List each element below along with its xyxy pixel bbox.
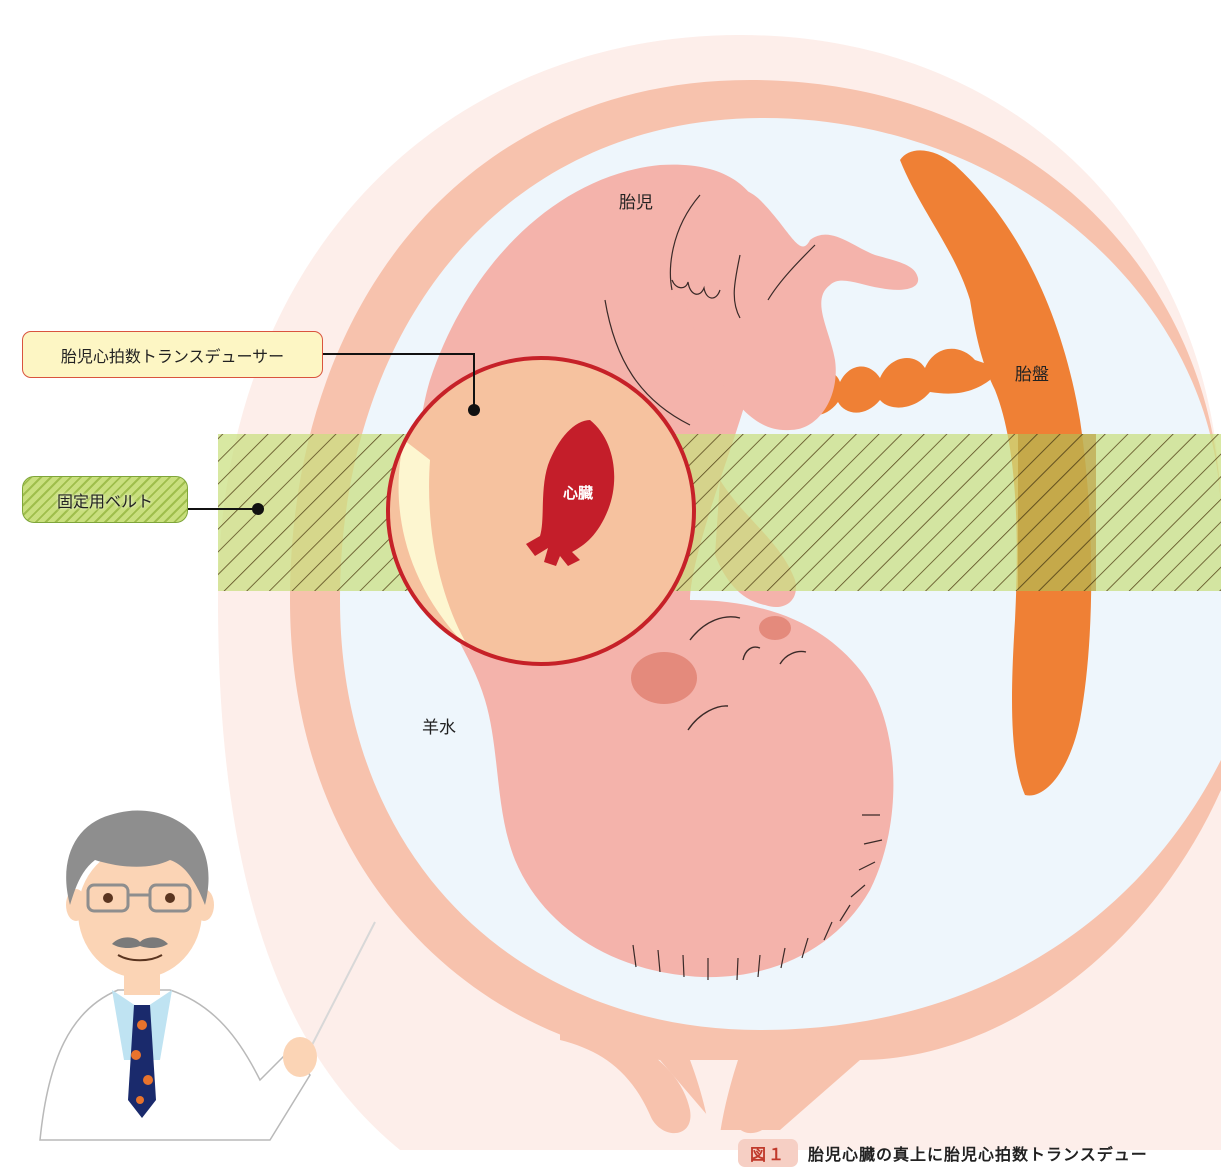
belt-callout-text: 固定用ベルト (57, 488, 153, 512)
heart-label: 心臓 (563, 482, 593, 503)
transducer-callout-text: 胎児心拍数トランスデューサー (61, 343, 284, 367)
tie-dot (143, 1075, 153, 1085)
doctor-eye-right (165, 893, 175, 903)
tie-dot (131, 1050, 141, 1060)
doctor-hand (283, 1037, 317, 1077)
figure-caption: 図１ 胎児心臓の真上に胎児心拍数トランスデュー (738, 1139, 1148, 1167)
transducer-callout: 胎児心拍数トランスデューサー (22, 331, 323, 378)
transducer-leader-dot (468, 404, 480, 416)
figure-number: 図１ (738, 1139, 798, 1167)
placenta-label: 胎盤 (1015, 360, 1049, 385)
fetus-label: 胎児 (619, 188, 653, 213)
belt-leader-dot (252, 503, 264, 515)
belt-callout: 固定用ベルト (22, 476, 188, 523)
doctor-coat (40, 990, 310, 1140)
amniotic-fluid-label: 羊水 (422, 713, 456, 738)
belt-placenta-overlap (1018, 434, 1096, 591)
doctor-eye-left (103, 893, 113, 903)
fetus-ear (759, 616, 791, 640)
figure-caption-text: 胎児心臓の真上に胎児心拍数トランスデュー (808, 1141, 1148, 1165)
tie-dot (136, 1096, 144, 1104)
fetus-cheek (631, 652, 697, 704)
tie-dot (137, 1020, 147, 1030)
